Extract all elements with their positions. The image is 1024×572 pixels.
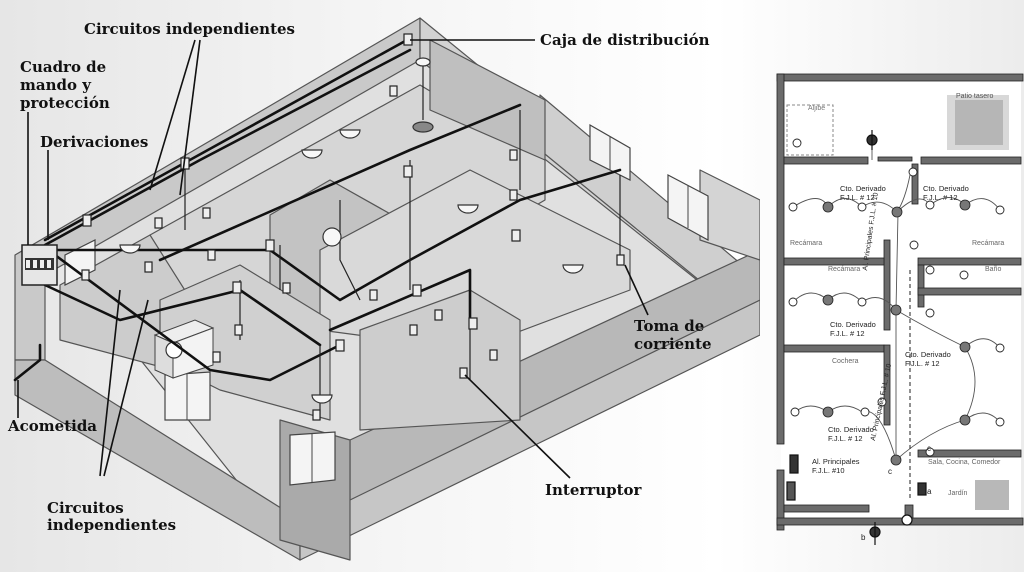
plan-mark-c: c — [888, 467, 892, 476]
label-toma-1: Toma de — [634, 317, 705, 335]
label-cuadro-1: Cuadro de — [20, 58, 107, 76]
ceiling-lamps — [119, 57, 584, 404]
plan-outlets — [788, 138, 1005, 457]
label-acometida: Acometida — [8, 417, 98, 435]
label-circuitos-top: Circuitos independientes — [84, 20, 296, 38]
control-panel — [21, 244, 58, 286]
label-cuadro-2: mando y — [20, 76, 91, 94]
patio-texture — [947, 95, 1009, 510]
plan-mark-c2: c — [927, 444, 931, 453]
plan-label-al-principales-a: Al. Principales F.J.L. # 10 — [862, 192, 880, 271]
plan-label-jardin: Jardín — [948, 490, 968, 497]
plan-label-recamara-a: Recámara — [790, 240, 823, 247]
label-toma-2: corriente — [634, 335, 712, 353]
label-circuitos-bottom-1: Circuitos — [47, 499, 124, 517]
plan-label-recamara-b: Recámara — [972, 240, 1005, 247]
label-circuitos-bottom-2: independientes — [47, 516, 177, 534]
plan-label-sala: Sala, Cocina, Comedor — [928, 459, 1001, 466]
label-caja-distribucion: Caja de distribución — [540, 31, 710, 49]
plan-mark-a: a — [927, 487, 932, 496]
isometric-house — [13, 17, 760, 561]
plan-label-cochera: Cochera — [832, 358, 859, 365]
plan-label-patio: Patio tasero — [956, 93, 994, 100]
plan-mark-b: b — [861, 533, 866, 542]
plan-label-aljibe: Aljibe — [808, 105, 826, 112]
plan-label-recamara-c: Recámara — [828, 266, 861, 273]
label-interruptor: Interruptor — [545, 481, 642, 499]
switches-and-sockets — [81, 33, 625, 421]
label-derivaciones: Derivaciones — [40, 133, 149, 151]
label-cuadro-3: protección — [20, 94, 110, 112]
plan-label-bano: Baño — [985, 266, 1002, 273]
